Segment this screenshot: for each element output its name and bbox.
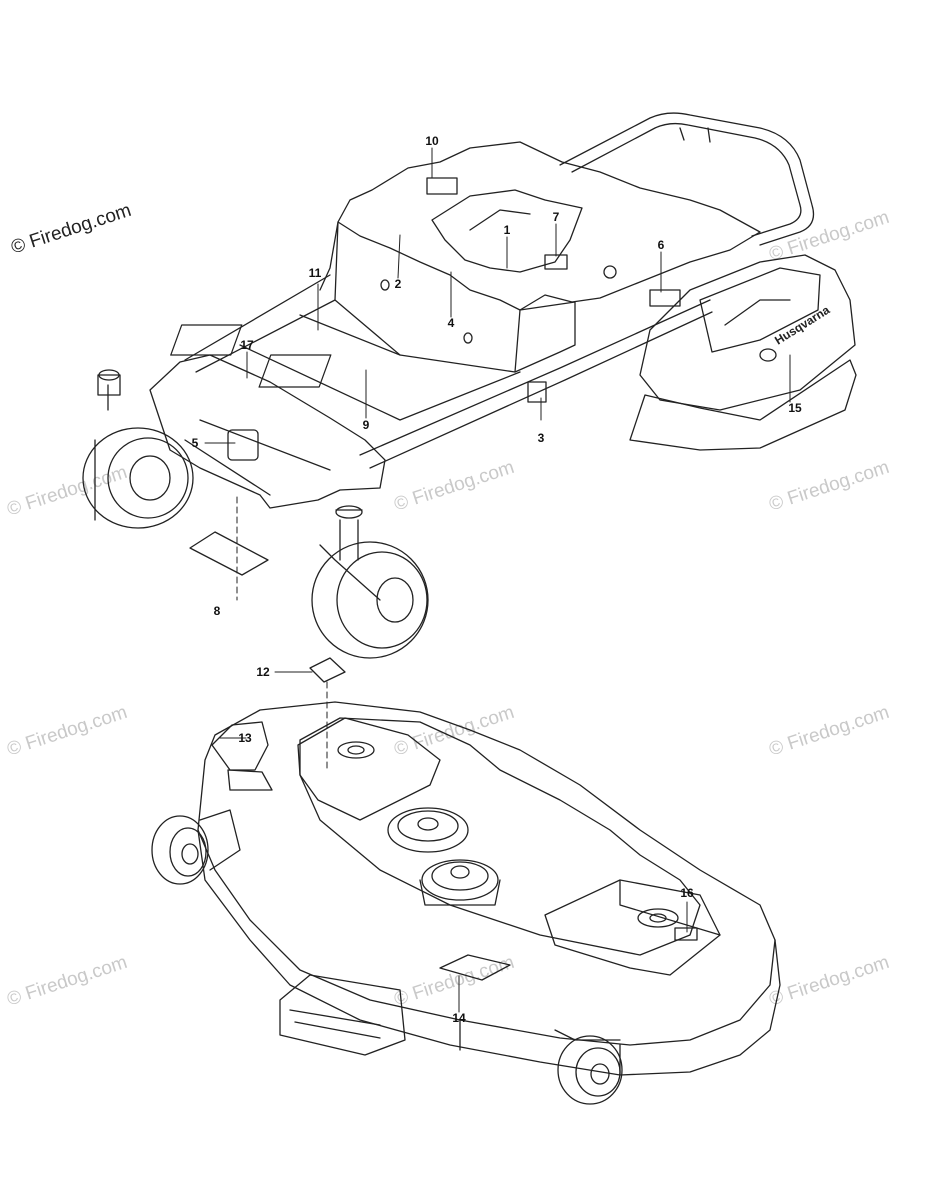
decal-6 (649, 289, 681, 307)
deck-shell (197, 701, 776, 1046)
callout-6: 6 (657, 238, 665, 252)
bolt-hole (603, 265, 617, 279)
left-caster-wheel (82, 369, 194, 529)
decal-8 (189, 531, 269, 576)
right-caster-wheel (311, 505, 429, 659)
handle-bar (559, 112, 815, 246)
frame-assembly (82, 112, 857, 659)
deck-bracket (211, 721, 269, 771)
brand-logo-text: Husqvarna (772, 303, 832, 348)
top-plate-recess (431, 189, 583, 273)
bolt-hole (380, 279, 390, 291)
callout-15: 15 (788, 401, 802, 415)
bumper-edge (184, 419, 331, 496)
callout-16: 16 (680, 886, 694, 900)
callout-1: 1 (503, 223, 511, 237)
callout-5: 5 (191, 436, 199, 450)
deck-skirt (197, 829, 781, 1076)
center-pulleys (387, 807, 501, 906)
top-plate (337, 141, 761, 311)
callout-11: 11 (308, 266, 322, 280)
right-rail (359, 299, 713, 469)
decal-3 (527, 381, 547, 403)
callout-17: 17 (240, 338, 254, 352)
callout-14: 14 (452, 1011, 466, 1025)
decal-14 (439, 954, 511, 981)
chute-ribs (289, 1009, 381, 1039)
callout-7: 7 (552, 210, 560, 224)
callout-4: 4 (447, 316, 455, 330)
belt-shield-left (297, 717, 441, 821)
decal-16 (674, 927, 698, 941)
spindle-cap-inner (347, 745, 365, 755)
callout-10: 10 (425, 134, 439, 148)
callout-13: 13 (238, 731, 252, 745)
decal-13 (227, 769, 273, 791)
leader-2 (397, 234, 401, 279)
bolt-hole (463, 332, 473, 344)
decal-10 (426, 177, 458, 195)
logo-plate (227, 429, 259, 461)
decal-12 (309, 657, 346, 683)
spindle-cap-inner (649, 913, 667, 923)
shield-edge (619, 879, 721, 936)
handle-bar-inner (571, 122, 802, 237)
callout-12: 12 (256, 665, 270, 679)
callout-3: 3 (537, 431, 545, 445)
side-shroud (629, 254, 857, 451)
discharge-chute (279, 974, 406, 1056)
spindle-cap (337, 741, 375, 759)
floor-pan (239, 314, 521, 421)
leader-lines-lower (219, 671, 688, 1013)
front-bumper (149, 354, 386, 509)
deck-right-wheel (554, 1029, 623, 1105)
decal-7 (544, 254, 568, 270)
belt-shield-right (544, 879, 721, 976)
deck-left-wheel (151, 809, 241, 885)
mower-deck (151, 657, 781, 1105)
callout-9: 9 (362, 418, 370, 432)
spindle-cap (637, 908, 679, 928)
handle-bar-bracket (679, 127, 711, 143)
recess-edge (469, 209, 531, 231)
floor-decal (258, 354, 332, 388)
left-rail (184, 274, 336, 373)
callout-2: 2 (394, 277, 402, 291)
callout-8: 8 (213, 604, 221, 618)
leader-lines-upper (204, 147, 791, 601)
side-panel (514, 301, 576, 373)
floor-decal (170, 324, 243, 356)
